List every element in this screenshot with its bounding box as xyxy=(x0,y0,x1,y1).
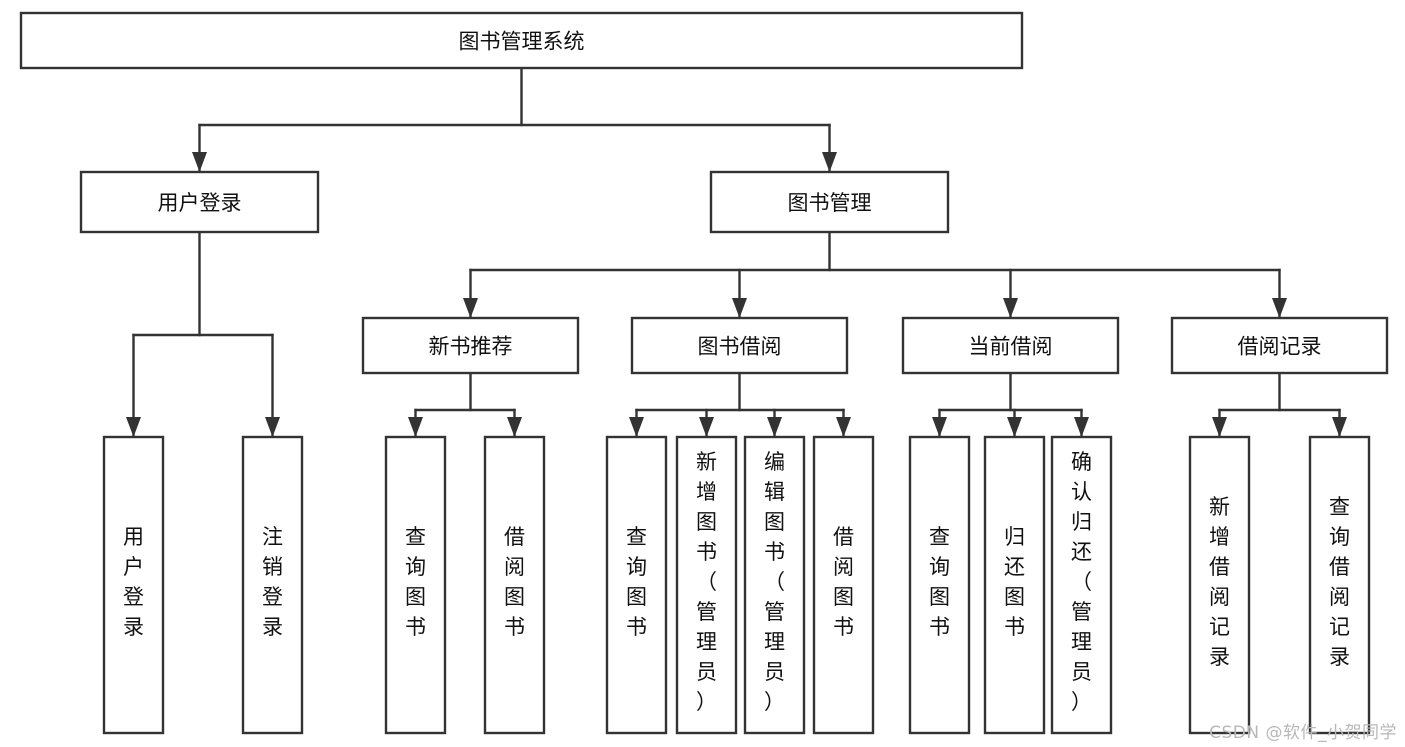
node-new-book-recommend[interactable]: 新书推荐 xyxy=(361,316,580,375)
node-label-new-book-recommend: 新书推荐 xyxy=(429,335,513,359)
connector-arrowhead xyxy=(463,298,478,318)
node-box-current-return-book xyxy=(983,435,1046,735)
connector-arrowhead xyxy=(822,152,837,172)
connector-group-current-borrow xyxy=(932,371,1089,438)
node-box-user-logout-action xyxy=(241,435,304,735)
csdn-watermark: CSDN @软件_小贺同学 xyxy=(1209,723,1397,743)
node-current-return-book[interactable]: 归还图书 xyxy=(983,435,1046,735)
node-label-borrow-edit-book-admin: 编辑图书（管理员） xyxy=(764,450,785,714)
node-borrow-borrow-book[interactable]: 借阅图书 xyxy=(812,435,875,735)
connector-arrowhead xyxy=(408,417,423,437)
node-current-borrow[interactable]: 当前借阅 xyxy=(901,316,1120,375)
node-book-management[interactable]: 图书管理 xyxy=(709,170,950,234)
node-box-current-confirm-return-admin xyxy=(1050,435,1113,735)
node-borrow-add-book-admin[interactable]: 新增图书（管理员） xyxy=(675,435,738,735)
node-box-current-query-book xyxy=(908,435,971,735)
node-borrow-query-book[interactable]: 查询图书 xyxy=(605,435,668,735)
node-label-user-login-action: 用户登录 xyxy=(123,525,144,639)
node-user-logout-action[interactable]: 注销登录 xyxy=(241,435,304,735)
connector-group-user-login xyxy=(126,230,280,438)
connector-arrowhead xyxy=(126,417,141,437)
node-box-borrow-add-book-admin xyxy=(675,435,738,735)
connector-arrowhead xyxy=(265,417,280,437)
connector-arrowhead xyxy=(767,417,782,437)
node-box-user-login-action xyxy=(102,435,165,735)
node-current-query-book[interactable]: 查询图书 xyxy=(908,435,971,735)
node-box-recommend-query-book xyxy=(384,435,447,735)
node-label-root: 图书管理系统 xyxy=(459,30,585,54)
node-box-new-book-recommend xyxy=(361,316,580,375)
node-box-record-query xyxy=(1308,435,1371,735)
node-record-query[interactable]: 查询借阅记录 xyxy=(1308,435,1371,735)
connector-group-root xyxy=(192,66,837,173)
node-book-borrow[interactable]: 图书借阅 xyxy=(630,316,849,375)
connector-group-borrow-record xyxy=(1212,371,1347,438)
node-label-borrow-query-book: 查询图书 xyxy=(626,525,647,639)
node-borrow-record[interactable]: 借阅记录 xyxy=(1170,316,1389,375)
node-label-current-confirm-return-admin: 确认归还（管理员） xyxy=(1071,450,1092,714)
node-label-book-borrow: 图书借阅 xyxy=(698,335,782,359)
connector-group-new-book-recommend xyxy=(408,371,522,438)
node-box-user-login xyxy=(79,170,320,234)
node-box-record-add xyxy=(1188,435,1251,735)
node-label-current-return-book: 归还图书 xyxy=(1004,525,1025,639)
node-box-recommend-borrow-book xyxy=(483,435,546,735)
node-borrow-edit-book-admin[interactable]: 编辑图书（管理员） xyxy=(743,435,806,735)
node-current-confirm-return-admin[interactable]: 确认归还（管理员） xyxy=(1050,435,1113,735)
connector-layer xyxy=(126,66,1347,438)
node-label-current-query-book: 查询图书 xyxy=(929,525,950,639)
connector-arrowhead xyxy=(1212,417,1227,437)
node-box-borrow-query-book xyxy=(605,435,668,735)
node-label-book-management: 图书管理 xyxy=(788,191,872,215)
connector-arrowhead xyxy=(1074,417,1089,437)
node-label-user-logout-action: 注销登录 xyxy=(262,525,283,639)
connector-arrowhead xyxy=(1007,417,1022,437)
node-label-borrow-add-book-admin: 新增图书（管理员） xyxy=(696,450,717,714)
node-user-login[interactable]: 用户登录 xyxy=(79,170,320,234)
connector-arrowhead xyxy=(1332,417,1347,437)
node-label-recommend-query-book: 查询图书 xyxy=(405,525,426,639)
node-box-book-borrow xyxy=(630,316,849,375)
node-label-current-borrow: 当前借阅 xyxy=(969,335,1053,359)
node-label-user-login: 用户登录 xyxy=(158,191,242,215)
connector-arrowhead xyxy=(699,417,714,437)
connector-group-book-management xyxy=(463,230,1287,319)
node-root[interactable]: 图书管理系统 xyxy=(19,11,1024,70)
node-label-borrow-record: 借阅记录 xyxy=(1238,335,1322,359)
connector-arrowhead xyxy=(507,417,522,437)
node-label-borrow-borrow-book: 借阅图书 xyxy=(833,525,854,639)
connector-arrowhead xyxy=(932,417,947,437)
connector-group-book-borrow xyxy=(629,371,851,438)
connector-arrowhead xyxy=(192,152,207,172)
node-record-add[interactable]: 新增借阅记录 xyxy=(1188,435,1251,735)
node-box-borrow-edit-book-admin xyxy=(743,435,806,735)
connector-arrowhead xyxy=(1003,298,1018,318)
node-box-current-borrow xyxy=(901,316,1120,375)
connector-arrowhead xyxy=(1272,298,1287,318)
node-box-borrow-record xyxy=(1170,316,1389,375)
node-box-borrow-borrow-book xyxy=(812,435,875,735)
node-box-root xyxy=(19,11,1024,70)
node-box-book-management xyxy=(709,170,950,234)
connector-arrowhead xyxy=(732,298,747,318)
node-user-login-action[interactable]: 用户登录 xyxy=(102,435,165,735)
node-recommend-borrow-book[interactable]: 借阅图书 xyxy=(483,435,546,735)
connector-arrowhead xyxy=(836,417,851,437)
node-label-record-add: 新增借阅记录 xyxy=(1209,495,1230,669)
connector-arrowhead xyxy=(629,417,644,437)
node-label-record-query: 查询借阅记录 xyxy=(1329,495,1350,669)
node-layer: 图书管理系统用户登录用户登录注销登录图书管理新书推荐查询图书借阅图书图书借阅查询… xyxy=(19,11,1389,735)
node-recommend-query-book[interactable]: 查询图书 xyxy=(384,435,447,735)
node-label-recommend-borrow-book: 借阅图书 xyxy=(504,525,525,639)
